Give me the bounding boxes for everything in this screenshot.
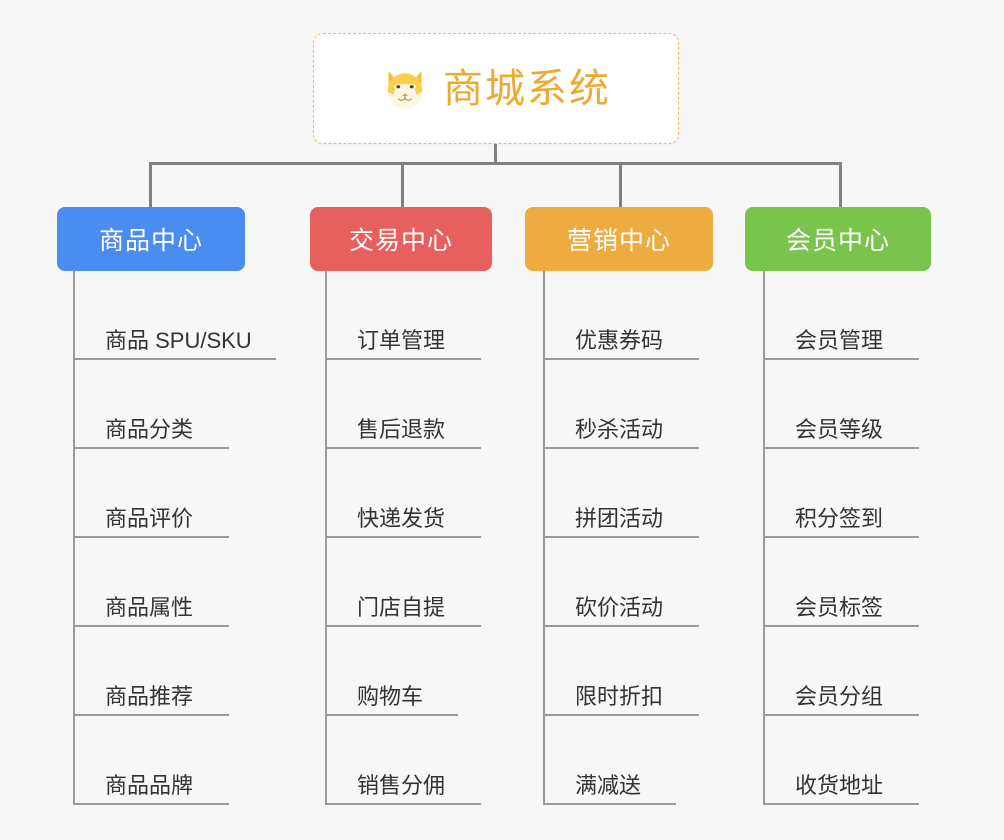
branch-node-1[interactable]: 商品中心 [57, 207, 245, 271]
leaf-underline [763, 625, 919, 627]
leaf-label: 门店自提 [357, 594, 446, 620]
leaf-underline [543, 625, 699, 627]
leaf-item[interactable]: 砍价活动 [543, 538, 699, 627]
branch-label: 会员中心 [785, 227, 890, 255]
root-title: 商城系统 [443, 66, 611, 111]
leaf-label: 购物车 [357, 683, 424, 709]
leaf-column-1: 商品 SPU/SKU 商品分类商品评价商品属性商品推荐商品品牌 [73, 271, 276, 805]
leaf-item[interactable]: 订单管理 [325, 271, 481, 360]
leaf-spine [763, 271, 765, 805]
leaf-item[interactable]: 优惠券码 [543, 271, 699, 360]
leaf-item[interactable]: 收货地址 [763, 716, 919, 805]
leaf-item[interactable]: 商品品牌 [73, 716, 266, 805]
leaf-underline [763, 536, 919, 538]
connector-horizontal-bus [150, 162, 840, 165]
leaf-label: 商品品牌 [105, 772, 194, 798]
leaf-label: 满减送 [575, 772, 642, 798]
leaf-label: 积分签到 [795, 505, 884, 531]
leaf-underline [73, 803, 229, 805]
leaf-underline [543, 358, 699, 360]
branch-node-2[interactable]: 交易中心 [310, 207, 492, 271]
leaf-label: 商品属性 [105, 594, 194, 620]
leaf-label: 商品 SPU/SKU [105, 327, 252, 353]
leaf-label: 商品推荐 [105, 683, 194, 709]
leaf-underline [325, 625, 481, 627]
connector-drop-4 [839, 162, 842, 208]
leaf-label: 收货地址 [795, 772, 884, 798]
leaf-item[interactable]: 秒杀活动 [543, 360, 699, 449]
leaf-underline [73, 358, 276, 360]
root-node[interactable]: 商城系统 [313, 33, 679, 144]
leaf-underline [73, 447, 229, 449]
leaf-label: 优惠券码 [575, 327, 664, 353]
leaf-item[interactable]: 拼团活动 [543, 449, 699, 538]
leaf-label: 会员管理 [795, 327, 884, 353]
leaf-underline [325, 358, 481, 360]
leaf-underline [325, 803, 481, 805]
leaf-label: 销售分佣 [357, 772, 446, 798]
leaf-label: 秒杀活动 [575, 416, 664, 442]
branch-node-4[interactable]: 会员中心 [745, 207, 931, 271]
leaf-item[interactable]: 商品 SPU/SKU [73, 271, 276, 360]
leaf-underline [543, 714, 699, 716]
leaf-underline [763, 358, 919, 360]
leaf-label: 会员等级 [795, 416, 884, 442]
leaf-underline [763, 803, 919, 805]
leaf-item[interactable]: 商品推荐 [73, 627, 266, 716]
leaf-column-4: 会员管理会员等级积分签到会员标签会员分组收货地址 [763, 271, 919, 805]
leaf-column-3: 优惠券码秒杀活动拼团活动砍价活动限时折扣满减送 [543, 271, 699, 805]
leaf-label: 订单管理 [357, 327, 446, 353]
leaf-item[interactable]: 会员管理 [763, 271, 919, 360]
leaf-item[interactable]: 会员等级 [763, 360, 919, 449]
branch-label: 商品中心 [98, 227, 203, 255]
leaf-item[interactable]: 会员标签 [763, 538, 919, 627]
leaf-spine [543, 271, 545, 805]
leaf-item[interactable]: 购物车 [325, 627, 459, 716]
leaf-label: 快递发货 [357, 505, 446, 531]
leaf-label: 商品分类 [105, 416, 194, 442]
leaf-underline [73, 536, 229, 538]
leaf-underline [325, 714, 458, 716]
leaf-spine [73, 271, 75, 805]
leaf-underline [325, 536, 481, 538]
leaf-item[interactable]: 商品分类 [73, 360, 266, 449]
leaf-label: 限时折扣 [575, 683, 664, 709]
leaf-item[interactable]: 积分签到 [763, 449, 919, 538]
leaf-label: 会员分组 [795, 683, 884, 709]
leaf-item[interactable]: 限时折扣 [543, 627, 699, 716]
leaf-item[interactable]: 商品评价 [73, 449, 266, 538]
leaf-label: 会员标签 [795, 594, 884, 620]
connector-root-stem [494, 144, 497, 164]
leaf-item[interactable]: 满减送 [543, 716, 677, 805]
shiba-dog-face-icon [387, 70, 423, 109]
branch-node-3[interactable]: 营销中心 [525, 207, 713, 271]
leaf-label: 砍价活动 [575, 594, 664, 620]
leaf-underline [73, 714, 229, 716]
leaf-item[interactable]: 商品属性 [73, 538, 266, 627]
connector-drop-1 [149, 162, 152, 208]
leaf-item[interactable]: 销售分佣 [325, 716, 481, 805]
leaf-underline [325, 447, 481, 449]
leaf-item[interactable]: 快递发货 [325, 449, 481, 538]
leaf-underline [543, 447, 699, 449]
leaf-item[interactable]: 会员分组 [763, 627, 919, 716]
connector-drop-3 [619, 162, 622, 208]
leaf-underline [543, 536, 699, 538]
leaf-underline [763, 714, 919, 716]
leaf-column-2: 订单管理售后退款快递发货门店自提购物车销售分佣 [325, 271, 481, 805]
leaf-spine [325, 271, 327, 805]
leaf-label: 售后退款 [357, 416, 446, 442]
leaf-underline [763, 447, 919, 449]
leaf-item[interactable]: 门店自提 [325, 538, 481, 627]
leaf-item[interactable]: 售后退款 [325, 360, 481, 449]
connector-drop-2 [401, 162, 404, 208]
branch-label: 交易中心 [348, 227, 453, 255]
branch-label: 营销中心 [566, 227, 671, 255]
leaf-label: 商品评价 [105, 505, 194, 531]
leaf-label: 拼团活动 [575, 505, 664, 531]
leaf-underline [543, 803, 676, 805]
leaf-underline [73, 625, 229, 627]
